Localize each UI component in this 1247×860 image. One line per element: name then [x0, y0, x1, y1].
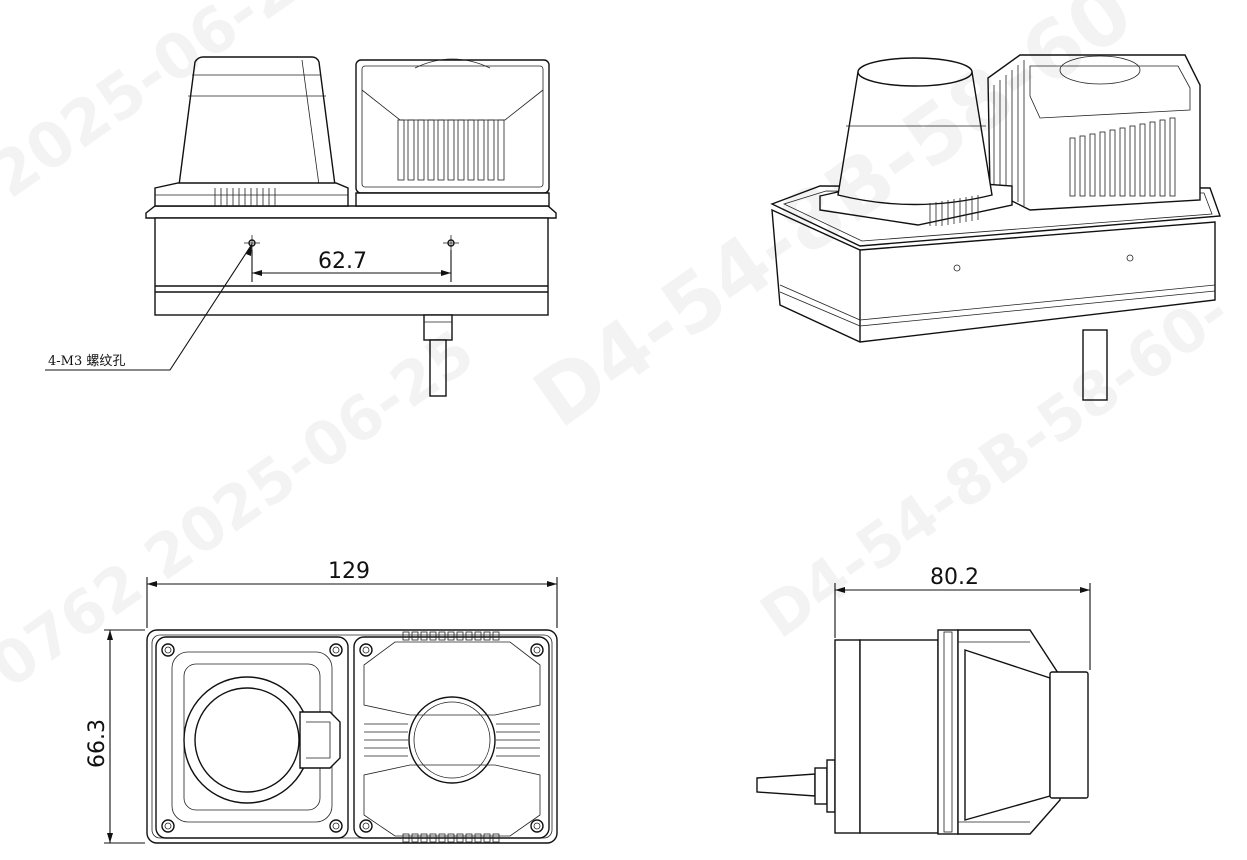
top-view: 129 66.3 [85, 559, 558, 844]
front-fins-left [214, 188, 276, 206]
svg-text:D4-54-8B-58-60-: D4-54-8B-58-60- [748, 277, 1242, 652]
front-fins-right [397, 119, 505, 181]
front-view: 62.7 4-M3 螺纹孔 [45, 56, 557, 397]
top-fins [364, 723, 540, 757]
watermark: 2025-06-25 D4-54-8B-58-60 0762 2025-06-2… [0, 0, 1242, 702]
side-view: 80.2 [756, 565, 1091, 835]
mounting-hole-left [244, 235, 260, 251]
iso-fins-front [1069, 117, 1176, 197]
mounting-hole-right [443, 235, 459, 251]
width-dimension: 66.3 [85, 719, 110, 768]
hole-spacing-dimension: 62.7 [318, 249, 367, 274]
iso-dome-fins [929, 195, 979, 226]
isometric-view [770, 54, 1221, 401]
thread-hole-label: 4-M3 螺纹孔 [48, 354, 125, 369]
iso-fins-side [993, 60, 1025, 206]
depth-dimension: 80.2 [930, 565, 979, 590]
top-vent-slots [402, 631, 500, 843]
length-dimension: 129 [328, 559, 370, 584]
